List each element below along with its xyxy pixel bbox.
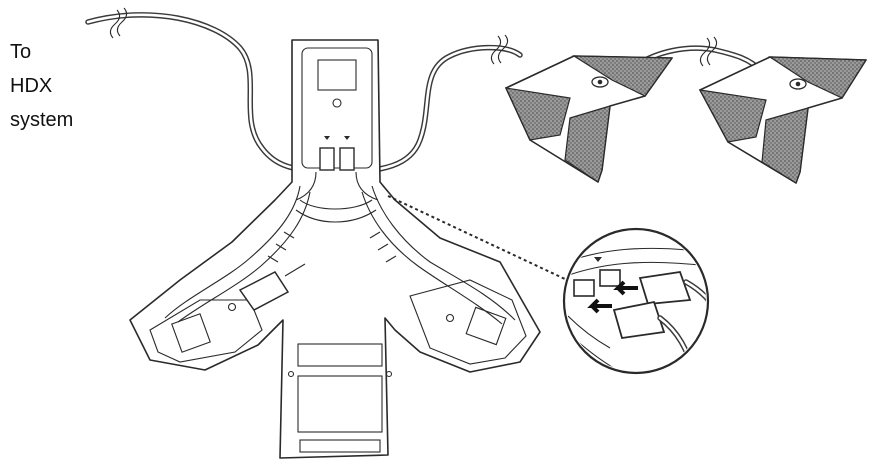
cable-break-icon [490,34,718,67]
extension-microphone-2 [698,56,868,184]
conference-phone-console-icon [129,39,541,459]
connector-ports-detail-icon [562,227,710,375]
cable-break-icon [109,7,128,39]
hdx-cable [85,12,333,175]
hdx-label: To HDX system [10,41,73,131]
hdx-label-line-1: To [10,41,31,63]
hdx-label-line-3: system [10,109,73,131]
hdx-label-line-2: HDX [10,75,52,97]
extension-microphone-1 [504,55,674,183]
